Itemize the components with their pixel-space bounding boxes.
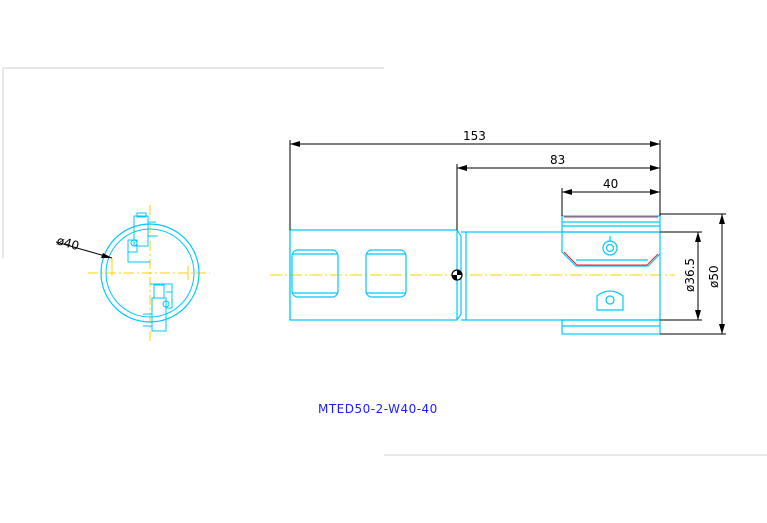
dim-overall-length-label: 153 (463, 129, 486, 143)
dim-overall-length (289, 140, 661, 230)
end-view-diameter-label: ø40 (55, 233, 81, 253)
end-view: ø40 (55, 205, 210, 342)
body (461, 215, 661, 335)
gauge-point (451, 269, 463, 281)
dim-insert-width-label: 40 (603, 177, 618, 191)
dim-diameter-outer-label: ø50 (707, 265, 721, 288)
dim-diameter-inner (660, 231, 702, 321)
dim-body-length (456, 164, 660, 230)
dim-insert-width (561, 188, 660, 216)
dim-diameter-outer (660, 213, 726, 335)
end-view-inner-circle (105, 228, 195, 318)
dim-diameter-inner-label: ø36.5 (683, 258, 697, 292)
end-view-outer-circle (100, 223, 200, 323)
dim-body-length-label: 83 (550, 153, 565, 167)
part-number-label: MTED50-2-W40-40 (318, 402, 438, 416)
frame-lines (2, 67, 767, 456)
side-view: 153 83 40 ø36.5 (270, 129, 726, 335)
end-view-top-insert (127, 212, 158, 263)
end-view-bottom-insert (143, 283, 173, 332)
cut-edges (563, 216, 659, 266)
